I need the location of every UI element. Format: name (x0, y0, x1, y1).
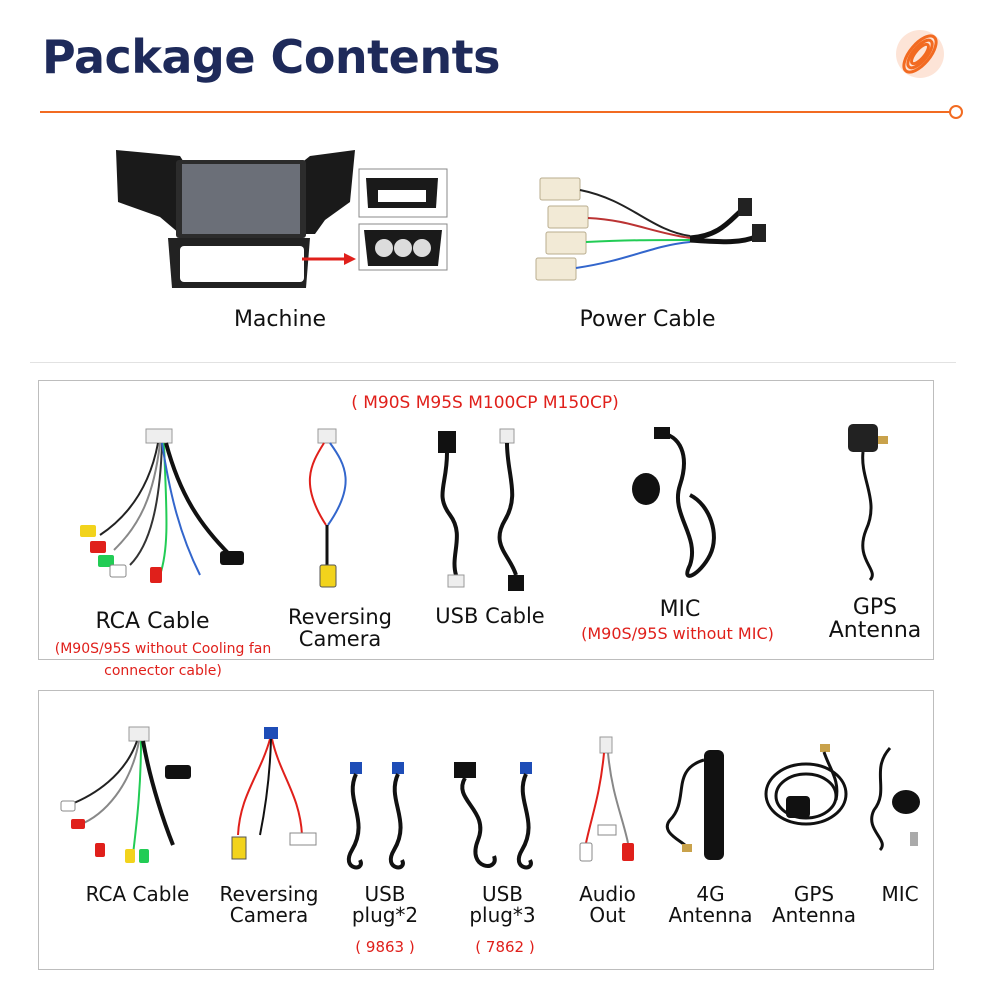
rca-cable-2-label: RCA Cable (85, 882, 190, 906)
audio-out-label: Audio Out (579, 882, 636, 927)
reversing-camera-label: Reversing Camera (288, 605, 392, 652)
power-cable-image (535, 177, 766, 281)
usb-plug-2-note: ( 9863 ) (355, 938, 415, 956)
mic-2-label: MIC (881, 882, 919, 906)
usb-plug-3-note: ( 7862 ) (475, 938, 535, 956)
usb-cable-label: USB Cable (435, 604, 545, 628)
rca-cable-note: (M90S/95S without Cooling fan connector … (54, 641, 272, 680)
4g-antenna-image (665, 750, 724, 860)
gps-antenna-image (848, 424, 888, 582)
section-divider (30, 362, 956, 363)
usb-plug-3-label: USB plug*3 (469, 882, 536, 927)
mic-image (632, 427, 716, 578)
reversing-camera-image (309, 428, 347, 588)
power-cable-label: Power Cable (579, 307, 716, 332)
mic-label: MIC (659, 597, 701, 622)
usb-plug-3-image (454, 762, 533, 870)
accessories-box-1 (38, 380, 934, 660)
usb-cable-image (438, 428, 524, 591)
arrow-right-icon (302, 253, 356, 265)
machine-label: Machine (233, 307, 327, 332)
gps-antenna-label: GPS Antenna (828, 595, 922, 644)
gps-antenna-2-image (764, 744, 848, 826)
mic-note: (M90S/95S without MIC) (581, 624, 774, 643)
rca-cable-image (80, 428, 244, 583)
reversing-camera-2-label: Reversing Camera (219, 882, 319, 927)
4g-antenna-label: 4G Antenna (668, 882, 753, 927)
rca-cable-label: RCA Cable (95, 609, 210, 634)
usb-plug-2-image (347, 762, 405, 870)
machine-image (116, 150, 355, 288)
brand-logo-icon (896, 30, 944, 78)
models-note: ( M90S M95S M100CP M150CP) (351, 393, 619, 413)
accessories-box-2 (38, 690, 934, 970)
mic-2-image (870, 746, 920, 852)
page-title: Package Contents (42, 30, 500, 84)
machine-panel-image (358, 168, 448, 271)
usb-plug-2-label: USB plug*2 (351, 882, 419, 927)
header-rule-dot (949, 105, 963, 119)
header-rule (40, 111, 952, 113)
rca-cable-2-image (60, 726, 191, 863)
audio-out-image (579, 736, 634, 862)
gps-antenna-2-label: GPS Antenna (771, 882, 857, 927)
reversing-camera-2-image (231, 727, 317, 860)
